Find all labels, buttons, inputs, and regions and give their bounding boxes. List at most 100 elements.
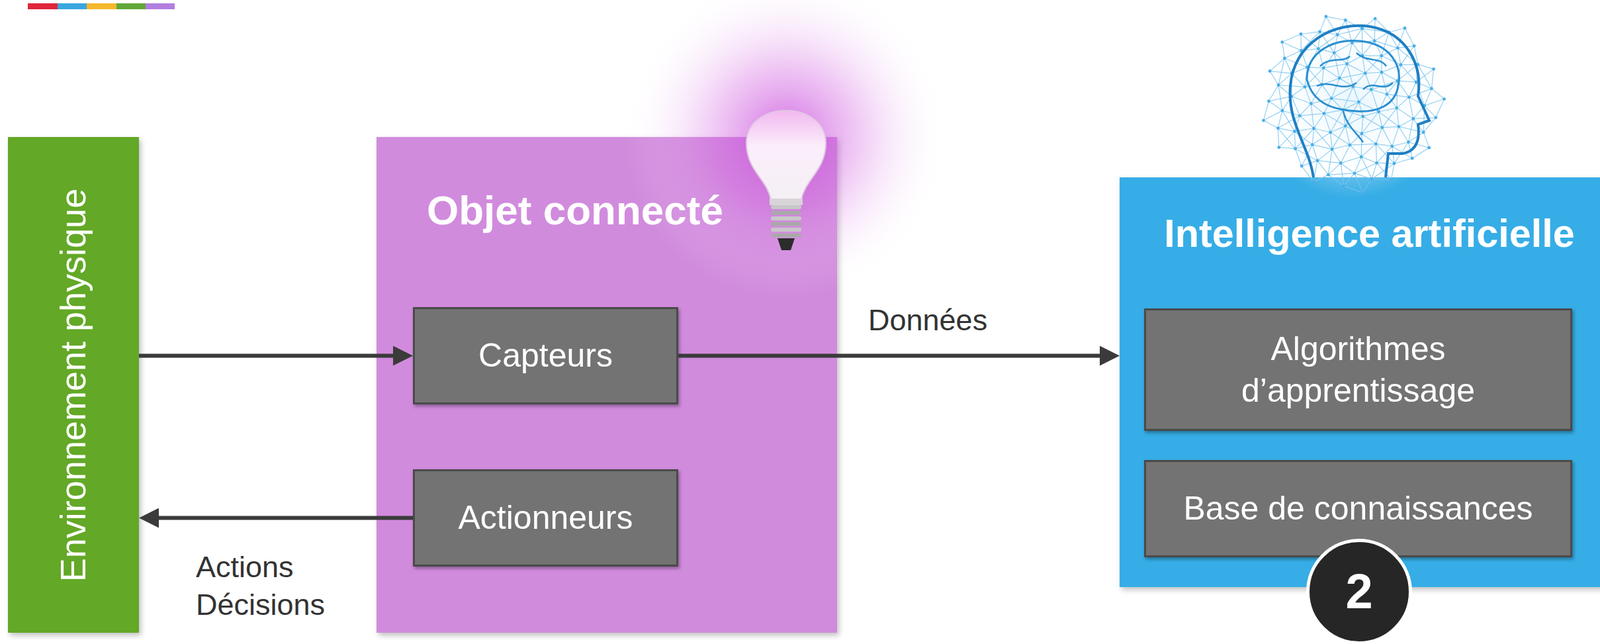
network-line — [1363, 116, 1383, 128]
network-line — [1332, 144, 1350, 149]
network-line — [1347, 63, 1354, 87]
network-dot — [1353, 171, 1357, 175]
network-line — [1340, 162, 1355, 173]
network-line — [1361, 28, 1389, 32]
network-line — [1268, 96, 1291, 102]
network-dot — [1431, 67, 1436, 71]
network-line — [1300, 34, 1319, 49]
network-line — [1396, 107, 1399, 127]
network-line — [1330, 132, 1350, 145]
network-dot — [1299, 32, 1303, 36]
box-label: Capteurs — [478, 334, 613, 377]
network-dot — [1390, 144, 1394, 149]
network-line — [1278, 73, 1292, 86]
network-dot — [1361, 191, 1365, 195]
network-line — [1398, 126, 1409, 142]
network-line — [1263, 101, 1269, 121]
network-line — [1377, 162, 1392, 180]
network-line — [1277, 128, 1295, 149]
network-dot — [1300, 164, 1304, 169]
network-line — [1386, 93, 1397, 108]
network-line — [1322, 84, 1332, 99]
network-line — [1392, 126, 1399, 147]
network-line — [1345, 116, 1364, 126]
network-line — [1328, 174, 1344, 186]
network-line — [1397, 45, 1415, 48]
network-line — [1378, 93, 1387, 112]
network-line — [1375, 143, 1377, 163]
network-line — [1326, 16, 1346, 21]
network-line — [1371, 89, 1379, 112]
network-line — [1331, 86, 1354, 99]
network-line — [1294, 131, 1295, 149]
network-line — [1388, 32, 1398, 49]
network-line — [1328, 162, 1341, 175]
network-line — [1331, 98, 1359, 102]
network-line — [1324, 113, 1331, 133]
network-line — [1291, 96, 1311, 104]
network-line — [1301, 48, 1319, 51]
network-line — [1361, 116, 1364, 134]
network-line — [1263, 110, 1282, 121]
network-dot — [1298, 113, 1302, 118]
network-line — [1320, 31, 1338, 36]
network-line — [1337, 19, 1346, 35]
bar-segment — [27, 3, 58, 10]
network-line — [1381, 72, 1387, 94]
network-line — [1416, 64, 1419, 83]
network-line — [1317, 160, 1341, 164]
network-line — [1300, 34, 1302, 51]
network-line — [1392, 146, 1395, 164]
network-line — [1294, 115, 1300, 132]
network-line — [1291, 50, 1301, 74]
network-dot — [1348, 143, 1352, 147]
network-dot — [1363, 71, 1368, 75]
network-line — [1386, 80, 1398, 94]
network-line — [1361, 156, 1377, 163]
network-line — [1328, 173, 1355, 175]
bar-segment — [116, 3, 146, 10]
network-dot — [1268, 69, 1272, 73]
network-dot — [1427, 146, 1431, 150]
bulb-glass — [746, 110, 826, 200]
network-dot — [1433, 115, 1438, 120]
network-line — [1382, 127, 1393, 147]
network-dot — [1332, 50, 1336, 55]
network-line — [1333, 52, 1347, 65]
box-label: Algorithmes d’apprentissage — [1241, 328, 1475, 411]
network-dot — [1374, 142, 1378, 146]
network-dot — [1392, 162, 1397, 166]
network-line — [1381, 48, 1399, 57]
network-line — [1313, 160, 1318, 182]
network-line — [1343, 109, 1346, 126]
network-line — [1277, 128, 1279, 148]
network-line — [1362, 55, 1382, 57]
network-line — [1381, 72, 1398, 81]
network-line — [1374, 41, 1382, 57]
network-line — [1277, 128, 1295, 132]
network-line — [1322, 78, 1340, 85]
network-line — [1322, 68, 1324, 85]
network-line — [1423, 117, 1436, 133]
network-line — [1353, 86, 1359, 102]
network-line — [1318, 48, 1334, 53]
network-line — [1396, 80, 1398, 108]
network-line — [1347, 43, 1353, 65]
network-line — [1301, 50, 1308, 67]
network-dot — [1316, 46, 1321, 51]
network-line — [1291, 73, 1305, 87]
network-line — [1354, 173, 1372, 180]
network-line — [1375, 143, 1392, 147]
network-line — [1318, 31, 1320, 49]
network-line — [1324, 98, 1332, 114]
network-dot — [1335, 33, 1340, 37]
network-dot — [1442, 97, 1446, 101]
network-line — [1423, 105, 1425, 133]
network-dot — [1277, 83, 1281, 87]
network-line — [1347, 63, 1366, 73]
network-line — [1343, 185, 1364, 193]
network-line — [1295, 148, 1319, 161]
network-line — [1378, 107, 1397, 112]
